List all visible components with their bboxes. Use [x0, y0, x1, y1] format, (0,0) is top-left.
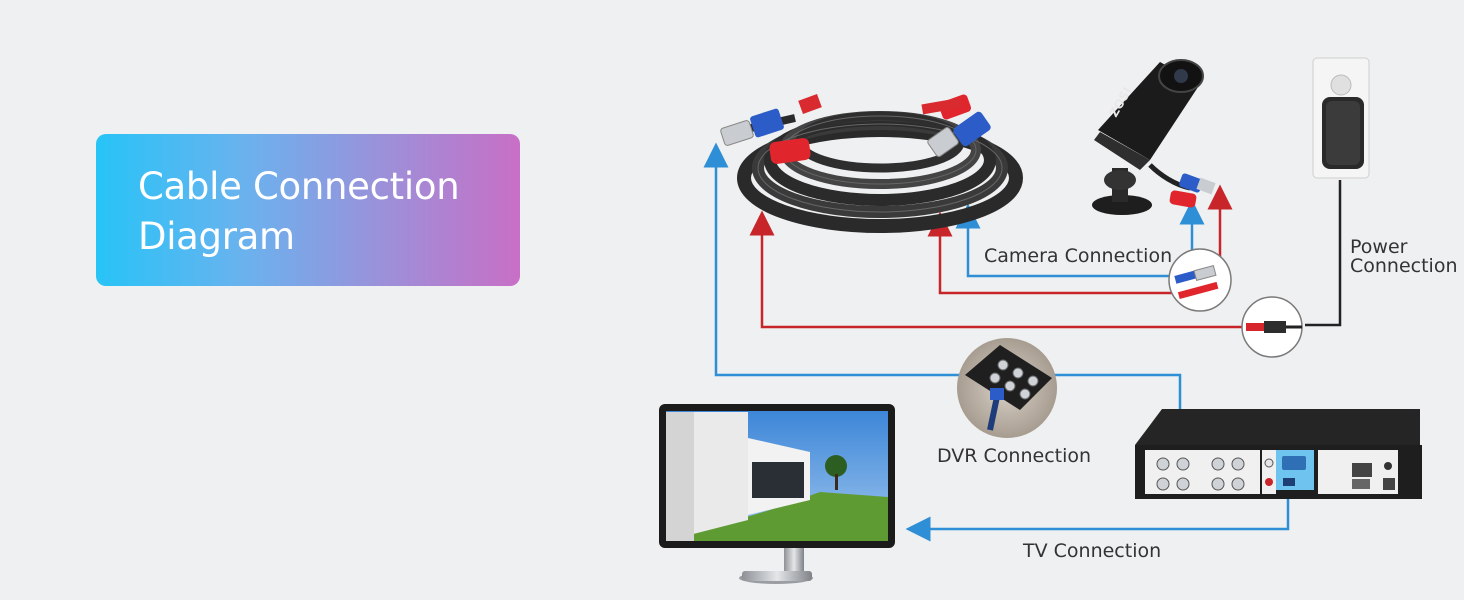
camera-connection-label: Camera Connection — [984, 245, 1173, 267]
dvr-port-zoom — [957, 338, 1057, 438]
dvr-video-line — [703, 142, 1182, 440]
power-connector-zoom — [1241, 296, 1303, 358]
title-banner: Cable Connection Diagram — [96, 134, 520, 286]
coiled-bnc-cable — [720, 94, 1023, 233]
dvr-recorder-image — [1135, 409, 1422, 499]
power-line-long — [749, 210, 1245, 329]
tv-connection-label: TV Connection — [1023, 540, 1162, 562]
dvr-connection-label: DVR Connection — [937, 445, 1092, 467]
power-line-short — [927, 211, 1185, 295]
security-camera-image: ZOSI — [1092, 59, 1216, 215]
camera-connector-zoom — [1168, 248, 1232, 312]
power-adapter-image — [1312, 57, 1370, 179]
adapter-cable — [1305, 180, 1342, 327]
power-connection-label: Power Connection — [1350, 236, 1458, 277]
camera-video-line — [955, 203, 1180, 278]
tv-monitor-image — [659, 404, 895, 584]
tv-video-line — [905, 488, 1290, 542]
diagram-title: Cable Connection Diagram — [138, 165, 460, 258]
